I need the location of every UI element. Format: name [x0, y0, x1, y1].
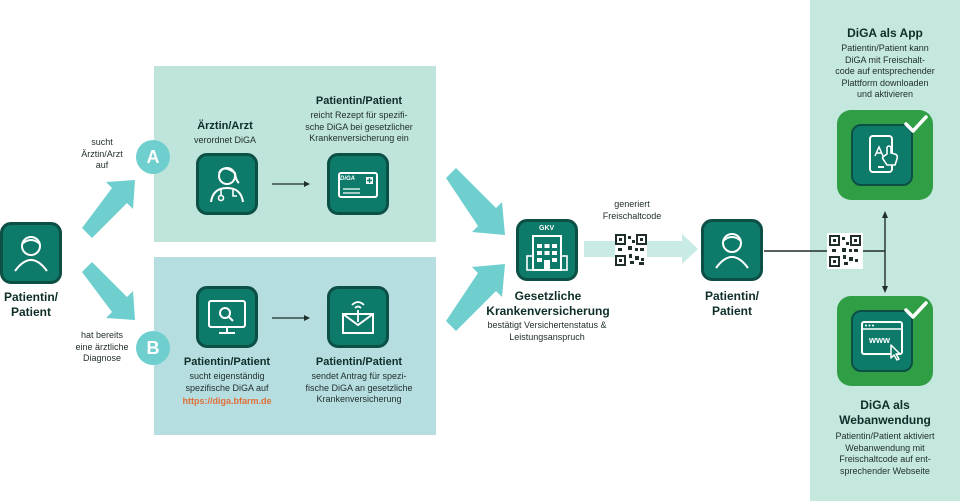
bfarm-link[interactable]: https://diga.bfarm.de	[182, 396, 272, 406]
qr-code-icon	[615, 234, 647, 266]
connector-patient-to-options	[764, 211, 888, 293]
building-label: GKV	[539, 225, 555, 232]
prescription-tile: DiGA	[327, 153, 389, 215]
app-tile	[837, 110, 933, 200]
mail-text: sendet Antrag für spezi- fische DiGA an …	[305, 371, 413, 404]
code-text: generiert Freischaltcode	[602, 199, 662, 221]
browser-window-icon	[861, 321, 903, 361]
web-text: Patientin/Patient aktiviert Webanwendung…	[835, 431, 935, 476]
arrow-a-to-insurance	[446, 168, 505, 235]
mail-title: Patientin/Patient	[315, 356, 403, 368]
insurance-title: Gesetzliche Krankenversicherung	[486, 289, 610, 318]
person-icon	[14, 236, 48, 272]
web-title: DiGA als Webanwendung	[839, 398, 931, 427]
prescription-icon	[338, 172, 378, 198]
app-tile-inner	[851, 124, 913, 186]
person-icon	[715, 233, 749, 269]
qr-code-icon	[827, 233, 863, 269]
monitor-search-icon	[208, 300, 246, 334]
checkmark-icon	[904, 301, 928, 319]
path-a-condition: sucht Ärztin/Arzt auf	[81, 137, 123, 170]
web-tile-inner: www	[851, 310, 913, 372]
mail-send-icon	[342, 301, 374, 334]
smartphone-touch-icon	[869, 135, 899, 173]
patient-a-title: Patientin/Patient	[315, 95, 403, 107]
mail-tile	[327, 286, 389, 348]
app-text: Patientin/Patient kann DiGA mit Freischa…	[835, 43, 935, 99]
building-icon	[526, 235, 568, 271]
insurance-text: bestätigt Versichertenstatus & Leistungs…	[487, 320, 607, 342]
prescription-label: DiGA	[340, 176, 355, 182]
doctor-icon	[210, 167, 244, 203]
insurance-tile: GKV	[516, 219, 578, 281]
doctor-text: verordnet DiGA	[193, 135, 257, 145]
arrow-b-to-insurance	[446, 264, 505, 331]
app-title: DiGA als App	[847, 26, 923, 40]
arrow-to-path-b	[82, 262, 135, 320]
patient-start-label: Patientin/ Patient	[3, 290, 58, 319]
web-tile: www	[837, 296, 933, 386]
arrow-doctor-to-patient	[272, 181, 310, 187]
patient-a-text: reicht Rezept für spezifi- sche DiGA bei…	[305, 110, 413, 143]
search-title: Patientin/Patient	[183, 356, 271, 368]
arrow-search-to-mail	[272, 315, 310, 321]
search-tile	[196, 286, 258, 348]
doctor-tile	[196, 153, 258, 215]
patient-mid-label: Patientin/ Patient	[704, 289, 759, 318]
www-label: www	[869, 335, 891, 345]
checkmark-icon	[904, 115, 928, 133]
arrow-to-path-a	[82, 180, 135, 238]
doctor-title: Ärztin/Arzt	[197, 120, 253, 132]
path-b-badge: B	[136, 331, 170, 365]
patient-start-tile	[0, 222, 62, 284]
path-b-condition: hat bereits eine ärztliche Diagnose	[75, 330, 129, 363]
patient-mid-tile	[701, 219, 763, 281]
path-a-badge: A	[136, 140, 170, 174]
search-text: sucht eigenständig spezifische DiGA auf	[185, 371, 269, 393]
